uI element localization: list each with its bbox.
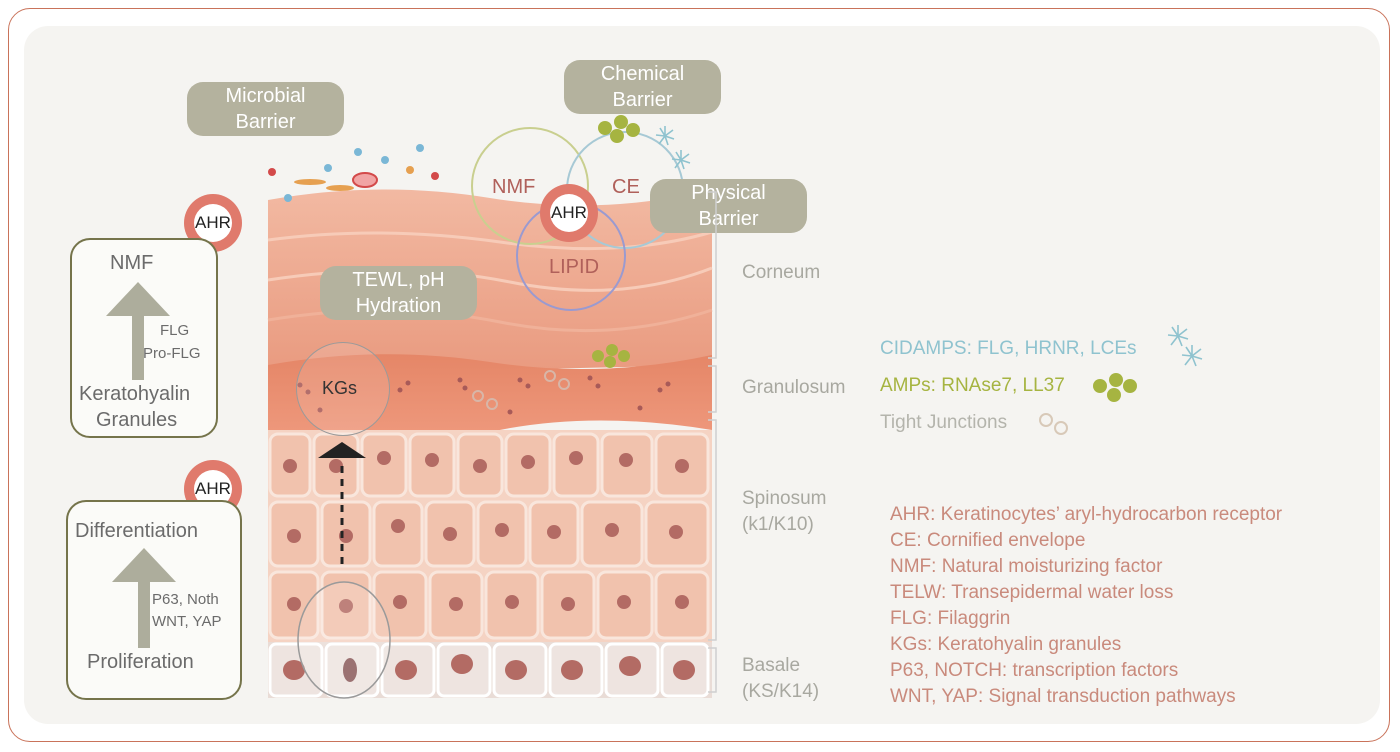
up-arrow-icon: [106, 282, 170, 380]
abbreviation-legend: AHR: Keratinocytes’ aryl-hydrocarbon rec…: [890, 502, 1282, 710]
lipid-circle-label: LIPID: [549, 256, 600, 278]
legend-item: WNT, YAP: Signal transduction pathways: [890, 686, 1236, 707]
layer-corneum: Corneum: [742, 262, 821, 283]
ce-circle-label: CE: [612, 176, 640, 198]
box-top-nmf: NMF: [110, 252, 154, 274]
microbial-barrier-label: Microbial Barrier: [225, 85, 306, 133]
amps-label: AMPs: RNAse7, LL37: [880, 375, 1065, 396]
layer-basale: Basale: [742, 655, 801, 676]
legend-item: FLG: Filaggrin: [890, 608, 1011, 629]
ahr-badge-center: AHR: [540, 184, 598, 242]
tewl-pill: TEWL, pH Hydration: [320, 266, 477, 320]
amps-dots-icon: [1093, 373, 1137, 402]
keratohyalin-label: Keratohyalin: [79, 383, 191, 405]
cidamps-label: CIDAMPS: FLG, HRNR, LCEs: [880, 338, 1137, 359]
skin-illustration: [267, 144, 713, 699]
layer-granulosum: Granulosum: [742, 377, 846, 398]
ahr-badge-top-left: AHR: [184, 194, 242, 252]
layer-basale-marker: (KS/K14): [742, 681, 820, 702]
kgs-label: KGs: [322, 378, 358, 398]
pro-flg-label: Pro-FLG: [143, 345, 201, 362]
tight-junctions-label: Tight Junctions: [880, 412, 1008, 433]
legend-item: TELW: Transepidermal water loss: [890, 582, 1174, 603]
kgs-circle: [296, 342, 390, 436]
layer-brackets: [708, 191, 717, 693]
granules-label: Granules: [96, 409, 178, 431]
legend-item: P63, NOTCH: transcription factors: [890, 660, 1179, 681]
proliferation-label: Proliferation: [87, 651, 194, 673]
physical-barrier-pill: Physical Barrier: [650, 179, 807, 233]
up-arrow-icon: [112, 548, 176, 648]
legend-item: AHR: Keratinocytes’ aryl-hydrocarbon rec…: [890, 504, 1283, 525]
layer-spinosum-marker: (k1/K10): [742, 514, 814, 535]
legend-item: KGs: Keratohyalin granules: [890, 634, 1122, 655]
differentiation-box: [66, 500, 242, 700]
tewl-label: TEWL, pH Hydration: [352, 269, 445, 317]
differentiation-label: Differentiation: [75, 520, 199, 542]
legend-item: CE: Cornified envelope: [890, 530, 1086, 551]
flg-label: FLG: [160, 322, 190, 339]
wnt-label: WNT, YAP: [152, 613, 222, 630]
chemical-barrier-label: Chemical Barrier: [600, 63, 685, 111]
outer-frame: [8, 8, 1390, 742]
p63-label: P63, Noth: [152, 591, 219, 608]
layer-spinosum: Spinosum: [742, 488, 827, 509]
microbial-barrier-pill: Microbial Barrier: [187, 82, 344, 136]
ahr-badge-label: AHR: [194, 204, 232, 242]
ahr-badge-label: AHR: [550, 194, 588, 232]
physical-barrier-label: Physical Barrier: [691, 182, 766, 230]
chemical-barrier-pill: Chemical Barrier: [564, 60, 721, 114]
tight-junction-icon: [1039, 413, 1068, 435]
nmf-circle-label: NMF: [492, 176, 536, 198]
corneum-layer: [268, 189, 712, 375]
legend-item: NMF: Natural moisturizing factor: [890, 556, 1163, 577]
cidamps-star-icon: [1167, 325, 1203, 367]
